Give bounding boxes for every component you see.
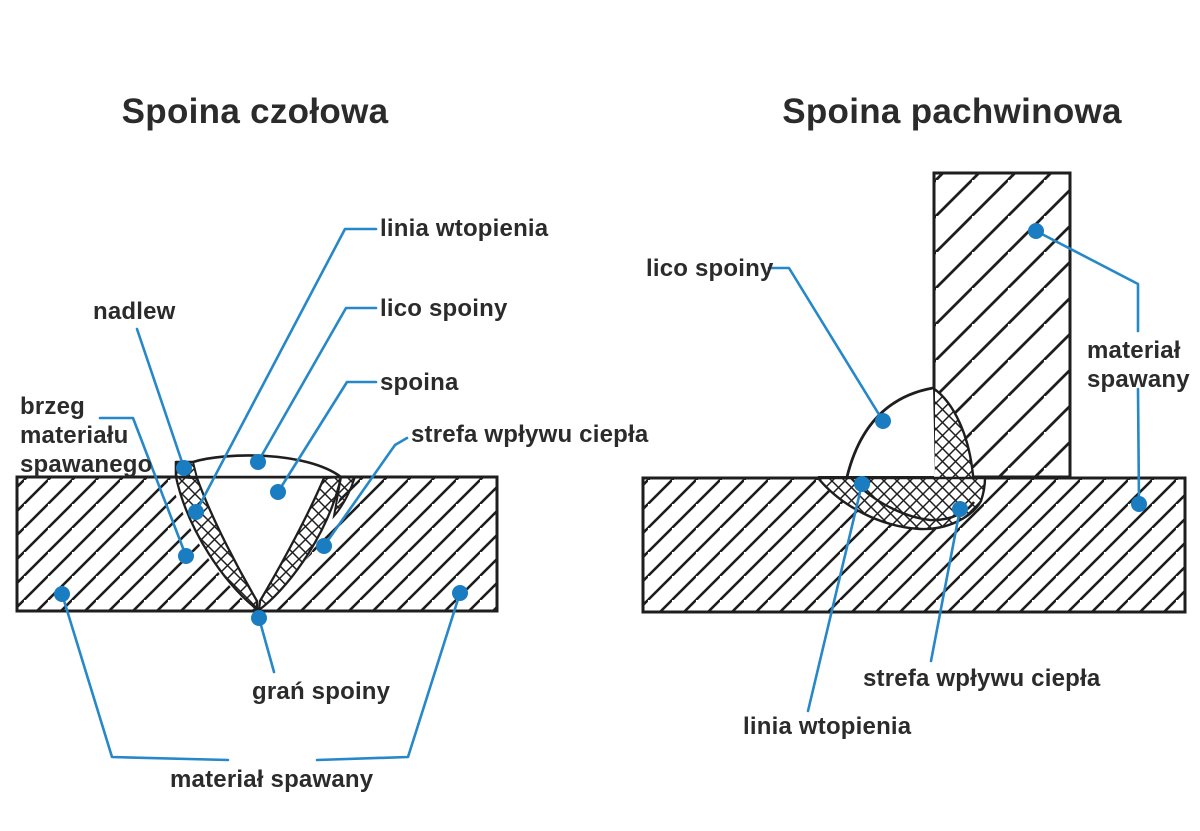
label-gran-spoiny: grań spoiny	[252, 678, 391, 705]
marker-gran-spoiny-dot	[251, 610, 267, 626]
marker-material-left-a-dot	[54, 586, 70, 602]
left-diagram-title: Spoina czołowa	[121, 92, 389, 131]
marker-material-right-upper-dot	[1028, 223, 1044, 239]
leader-spoina	[276, 380, 378, 494]
leader-gran-spoiny	[257, 616, 276, 674]
label-nadlew: nadlew	[93, 298, 176, 325]
marker-spoina-dot	[270, 484, 286, 500]
fillet-weld-cross-section	[641, 171, 1187, 614]
marker-material-right-lower-dot	[1131, 496, 1147, 512]
label-material-left: materiał spawany	[170, 766, 374, 793]
label-lico-spoiny-right: lico spoiny	[646, 255, 774, 282]
right-diagram-title: Spoina pachwinowa	[782, 92, 1122, 131]
label-linia-wtopienia-right: linia wtopienia	[743, 713, 912, 740]
leader-linia-wtopienia-left	[194, 227, 378, 514]
fillet-weld-body	[847, 388, 935, 477]
leader-strefa-left	[322, 436, 409, 548]
marker-strefa-left-dot	[316, 538, 332, 554]
haz-vertical-strip	[935, 390, 975, 504]
leader-lines	[60, 227, 1141, 762]
marker-lico-spoiny-left-dot	[250, 454, 266, 470]
label-strefa-left: strefa wpływu ciepła	[411, 421, 649, 448]
marker-linia-wtopienia-left-dot	[188, 504, 204, 520]
leader-material-right-lower	[1136, 387, 1141, 506]
marker-dots	[54, 223, 1147, 626]
label-material-right: materiał spawany	[1087, 337, 1190, 393]
label-lico-spoiny-left: lico spoiny	[380, 295, 508, 322]
label-brzeg-materialu: brzeg materiału spawanego	[20, 393, 153, 478]
leader-lico-spoiny-right	[767, 266, 885, 423]
label-linia-wtopienia-left: linia wtopienia	[380, 215, 549, 242]
leader-linia-wtopienia-right	[806, 482, 864, 713]
label-strefa-right: strefa wpływu ciepła	[863, 665, 1101, 692]
leader-lico-spoiny-left	[256, 306, 378, 464]
marker-brzeg-dot	[178, 548, 194, 564]
leader-material-right-upper	[1034, 229, 1140, 333]
weld-groove-zone	[170, 477, 347, 611]
marker-material-left-b-dot	[452, 585, 468, 601]
marker-nadlew-dot	[176, 460, 192, 476]
marker-linia-wtopienia-right-dot	[854, 476, 870, 492]
marker-strefa-right-dot	[952, 501, 968, 517]
leader-brzeg	[98, 416, 188, 558]
leader-strefa-right	[929, 507, 962, 663]
haz-right-sliver	[332, 476, 357, 520]
marker-lico-spoiny-right-dot	[875, 413, 891, 429]
leader-nadlew	[135, 327, 186, 470]
leader-material-left-b	[315, 591, 462, 762]
label-spoina: spoina	[380, 369, 459, 396]
leader-material-left-a	[60, 592, 230, 762]
